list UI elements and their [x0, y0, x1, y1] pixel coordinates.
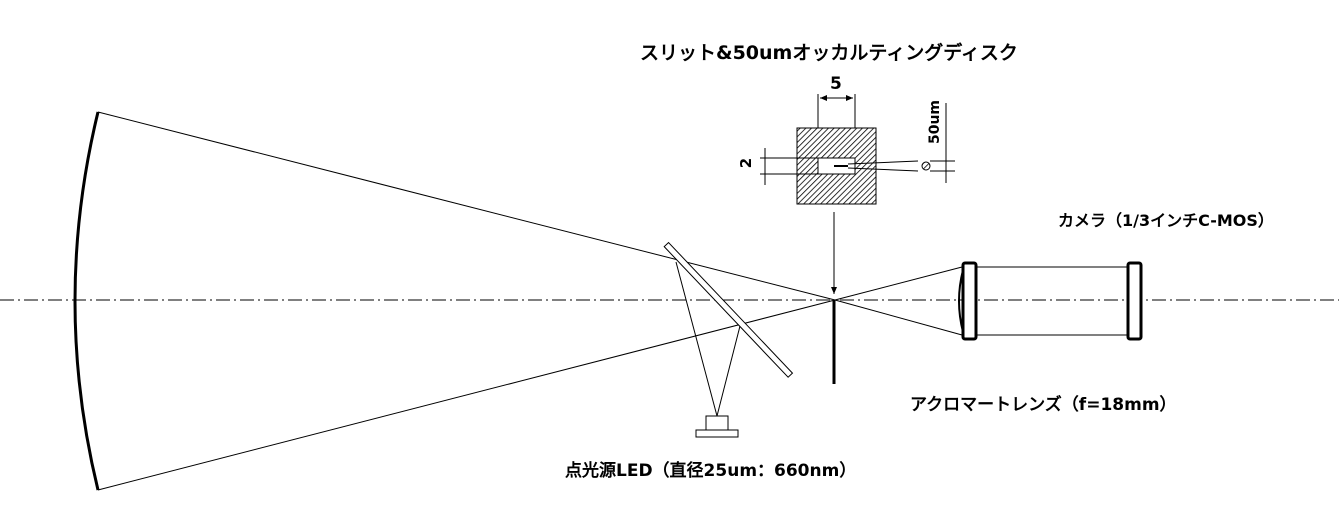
disk-diameter-dimension: 50um	[927, 99, 944, 145]
slit-height-dimension: 2	[737, 157, 756, 169]
lens-label: アクロマートレンズ（f=18mm）	[910, 395, 1177, 415]
led-source	[695, 415, 739, 438]
beam-splitter-plate	[663, 241, 794, 378]
camera	[958, 261, 1143, 341]
camera-label: カメラ（1/3インチC-MOS）	[1058, 211, 1274, 230]
led-label: 点光源LED（直径25um：660nm）	[565, 461, 857, 481]
slit-disk-detail	[760, 94, 955, 205]
slit-width-dimension: 5	[830, 74, 842, 94]
light-rays	[97, 111, 963, 491]
concave-mirror	[73, 111, 100, 491]
slit-disk-title: スリット&50umオッカルティングディスク	[640, 42, 1018, 64]
